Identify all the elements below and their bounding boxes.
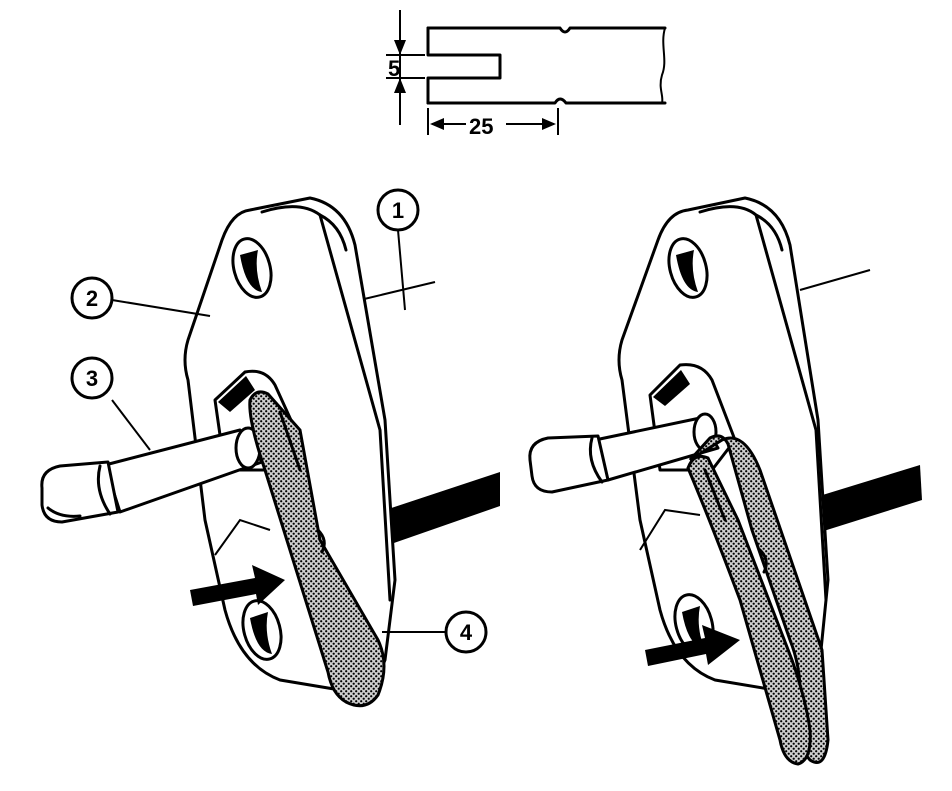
left-tool-notch (316, 528, 326, 554)
callout-2-circle (70, 276, 114, 320)
slot-width-arrow-bottom (394, 78, 406, 93)
right-tool-notch (758, 548, 768, 574)
left-push-arrow (190, 565, 285, 606)
tool-blank-bottom-edge (426, 97, 667, 105)
callout-4-label: 4 (460, 620, 473, 645)
callout-3: 3 (70, 356, 114, 400)
callout-4-circle (444, 610, 488, 654)
left-shaft-tip-shadow (46, 506, 82, 518)
right-cable-line (799, 269, 871, 291)
leader-3 (111, 399, 151, 451)
dimension-sketch: 5 25 (386, 10, 667, 139)
left-tool-slot (278, 410, 302, 472)
left-guide-lower (214, 518, 271, 556)
tool-blank-slot (426, 26, 502, 105)
right-guide-lower (639, 508, 701, 551)
left-leader-1 (359, 281, 436, 301)
callout-3-circle (70, 356, 114, 400)
callout-1: 1 (376, 188, 420, 232)
tool-blank-break-line (659, 27, 666, 104)
right-upper-hole-shadow (676, 250, 698, 292)
left-guide-shadow (218, 376, 255, 412)
right-plate-edge-top (754, 213, 784, 252)
left-shaft-step (96, 464, 112, 516)
leader-1-vertical (397, 229, 406, 311)
callout-1-circle (376, 188, 420, 232)
slot-width-label: 5 (388, 56, 400, 81)
left-upper-hole-shadow (240, 250, 262, 292)
slot-width-arrow-top (394, 40, 406, 55)
tool-blank-top-edge (426, 26, 667, 34)
callout-1-label: 1 (392, 198, 404, 223)
right-guide-shadow (653, 370, 690, 406)
slot-depth-arrow-right (542, 118, 556, 130)
callout-2: 2 (70, 276, 114, 320)
callout-4: 4 (444, 610, 488, 654)
slot-depth-label: 25 (469, 114, 493, 139)
right-tool-slot (703, 468, 727, 522)
right-assembly (528, 196, 922, 766)
callout-2-label: 2 (86, 286, 98, 311)
left-assembly (40, 196, 500, 708)
left-plate-edge-top (318, 213, 348, 252)
left-lower-hole-shadow (250, 612, 272, 654)
right-shaft-step (588, 436, 604, 484)
left-special-tool (248, 390, 386, 708)
callout-3-label: 3 (86, 366, 98, 391)
right-lower-hole-shadow (682, 606, 704, 648)
right-push-arrow (645, 625, 740, 666)
leader-2 (111, 299, 211, 317)
slot-depth-arrow-left (430, 118, 444, 130)
right-shaft-tip (528, 434, 610, 494)
right-special-tool (686, 454, 812, 766)
